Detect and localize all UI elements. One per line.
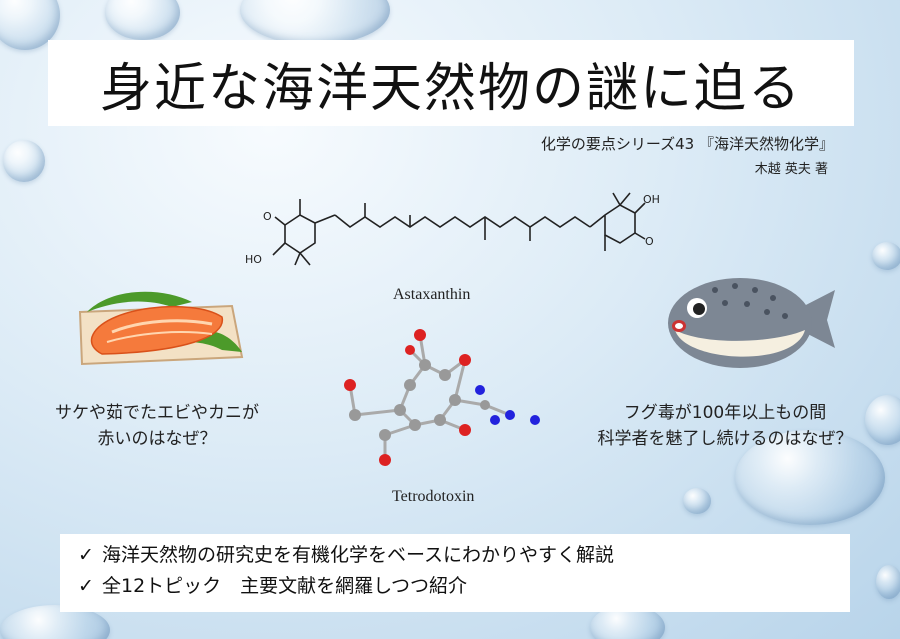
book-series: 化学の要点シリーズ43 『海洋天然物化学』 [540, 135, 834, 153]
salmon-illustration [78, 291, 244, 366]
water-drop [735, 430, 885, 525]
feature-item: ✓ 全12トピック 主要文献を網羅しつつ紹介 [78, 571, 832, 602]
pufferfish-illustration [668, 278, 835, 368]
question-left-line-2: 赤いのはなぜ？ [97, 429, 217, 449]
question-right-line-1: フグ毒が100年以上もの間 [623, 403, 827, 423]
feature-text: 全12トピック 主要文献を網羅しつつ紹介 [102, 575, 468, 597]
check-icon: ✓ [78, 544, 94, 566]
feature-item: ✓ 海洋天然物の研究史を有機化学をベースにわかりやすく解説 [78, 540, 832, 571]
astaxanthin-o-left: O [263, 210, 272, 223]
tetrodotoxin-label: Tetrodotoxin [392, 488, 475, 505]
feature-text: 海洋天然物の研究史を有機化学をベースにわかりやすく解説 [102, 544, 615, 566]
water-drop [3, 140, 45, 182]
water-drop [105, 0, 180, 40]
check-icon: ✓ [78, 575, 94, 597]
water-drop [240, 0, 390, 45]
question-left: サケや茹でたエビやカニが 赤いのはなぜ？ [22, 400, 292, 452]
astaxanthin-oh: OH [643, 193, 660, 206]
title-banner: 身近な海洋天然物の謎に迫る [48, 40, 854, 126]
astaxanthin-ho: HO [245, 253, 262, 266]
astaxanthin-label: Astaxanthin [393, 286, 471, 303]
page-title: 身近な海洋天然物の謎に迫る [99, 58, 802, 119]
feature-list: ✓ 海洋天然物の研究史を有機化学をベースにわかりやすく解説 ✓ 全12トピック 主要… [60, 534, 850, 612]
question-right: フグ毒が100年以上もの間 科学者を魅了し続けるのはなぜ？ [570, 400, 880, 452]
astaxanthin-structure: O HO OH O [245, 192, 660, 266]
book-author: 木越 英夫 著 [754, 162, 828, 177]
water-drop [683, 488, 711, 514]
water-drop [872, 242, 900, 270]
water-drop [865, 395, 900, 445]
question-right-line-2: 科学者を魅了し続けるのはなぜ？ [597, 429, 853, 449]
astaxanthin-o-right: O [645, 235, 654, 248]
water-drop [876, 565, 900, 599]
tetrodotoxin-model [344, 329, 540, 466]
question-left-line-1: サケや茹でたエビやカニが [55, 403, 259, 423]
